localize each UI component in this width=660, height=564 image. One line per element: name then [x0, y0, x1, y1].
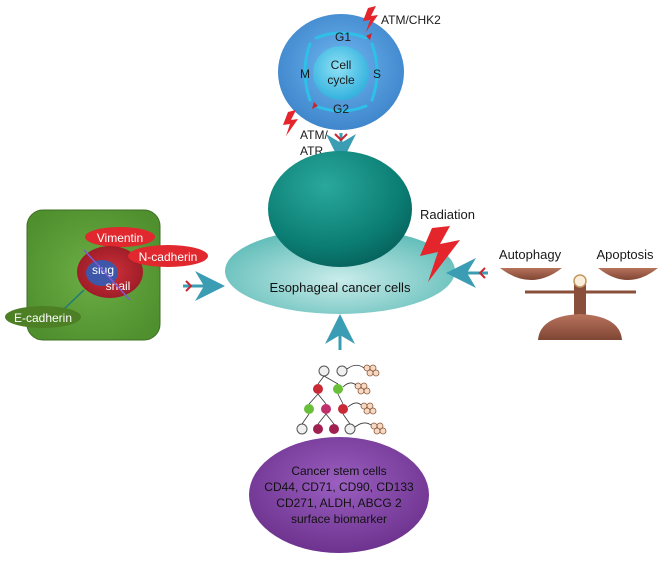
cancer-stem-cells: Cancer stem cells CD44, CD71, CD90, CD13…	[249, 437, 429, 553]
cancer-cell-base	[225, 228, 455, 314]
emt-connector	[63, 289, 85, 310]
phase-g1: G1	[335, 30, 351, 44]
balance-base	[538, 314, 622, 340]
stem-cell-node	[321, 404, 331, 414]
cell-cycle-label-1: Cell	[331, 58, 352, 72]
stem-cell-node	[338, 404, 348, 414]
apoptosis-label: Apoptosis	[596, 247, 654, 262]
stem-cell-node	[313, 424, 323, 434]
stem-cell-node	[333, 384, 343, 394]
radiation-label: Radiation	[420, 207, 475, 222]
lightning-icon	[283, 110, 298, 136]
vimentin-badge	[85, 227, 155, 247]
arrow-tail-marker	[478, 267, 486, 279]
cancer-cell: Esophageal cancer cells	[225, 151, 455, 314]
balance-post	[574, 284, 586, 316]
stem-cell-node	[336, 365, 348, 377]
stem-cell-node	[313, 384, 323, 394]
autophagy-label: Autophagy	[499, 247, 562, 262]
stem-line-2: CD44, CD71, CD90, CD133	[264, 480, 414, 494]
stem-cell-node	[344, 423, 356, 435]
emt-inhibit-slash	[83, 249, 131, 301]
cancer-cell-body	[268, 151, 412, 267]
vimentin-label: Vimentin	[97, 231, 143, 245]
stem-cell-node	[304, 404, 314, 414]
stem-line-4: surface biomarker	[291, 512, 387, 526]
cell-cluster-icon	[370, 422, 387, 435]
e-cadherin-badge	[5, 306, 81, 328]
stem-line-1: Cancer stem cells	[291, 464, 386, 478]
emt-panel: Vimentin N-cadherin slug snail E-cadheri…	[5, 209, 208, 341]
radiation-lightning-icon	[420, 226, 460, 282]
nucleus-inner	[86, 260, 118, 286]
cell-cluster-icon	[363, 364, 380, 377]
stem-line-3: CD271, ALDH, ABCG 2	[276, 496, 402, 510]
cycle-arrows	[303, 31, 379, 113]
stem-cell-node	[296, 423, 308, 435]
arrow-tail-marker	[334, 133, 348, 142]
stem-cells-ellipse	[249, 437, 429, 553]
lightning-icon	[363, 6, 378, 32]
balance-pivot	[573, 274, 587, 288]
cell-cycle: Cell cycle G1 S G2 M	[278, 14, 404, 130]
cancer-cell-label: Esophageal cancer cells	[270, 280, 411, 295]
arrow-tail-marker	[185, 280, 193, 292]
balance-scale: Autophagy Apoptosis	[499, 247, 658, 340]
n-cadherin-badge	[128, 245, 208, 267]
hierarchy-links	[301, 364, 372, 428]
e-cadherin-label: E-cadherin	[14, 311, 72, 325]
phase-s: S	[373, 67, 381, 81]
checkpoint-atm-atr-1: ATM/	[300, 128, 328, 142]
stem-cell-node	[329, 424, 339, 434]
balance-left-pan	[500, 268, 562, 280]
stem-cell-hierarchy	[296, 364, 387, 435]
checkpoint-atm-chk2: ATM/CHK2	[381, 13, 441, 27]
cell-cycle-inner	[313, 46, 369, 100]
stem-cell-node	[318, 365, 330, 377]
cell-cluster-icon	[360, 402, 377, 415]
cell-cycle-label-2: cycle	[327, 73, 355, 87]
cell-cluster-icon	[354, 382, 371, 395]
phase-m: M	[300, 67, 310, 81]
n-cadherin-label: N-cadherin	[139, 250, 198, 264]
balance-right-pan	[598, 268, 658, 280]
phase-g2: G2	[333, 102, 349, 116]
cycle-red-markers	[312, 33, 372, 109]
